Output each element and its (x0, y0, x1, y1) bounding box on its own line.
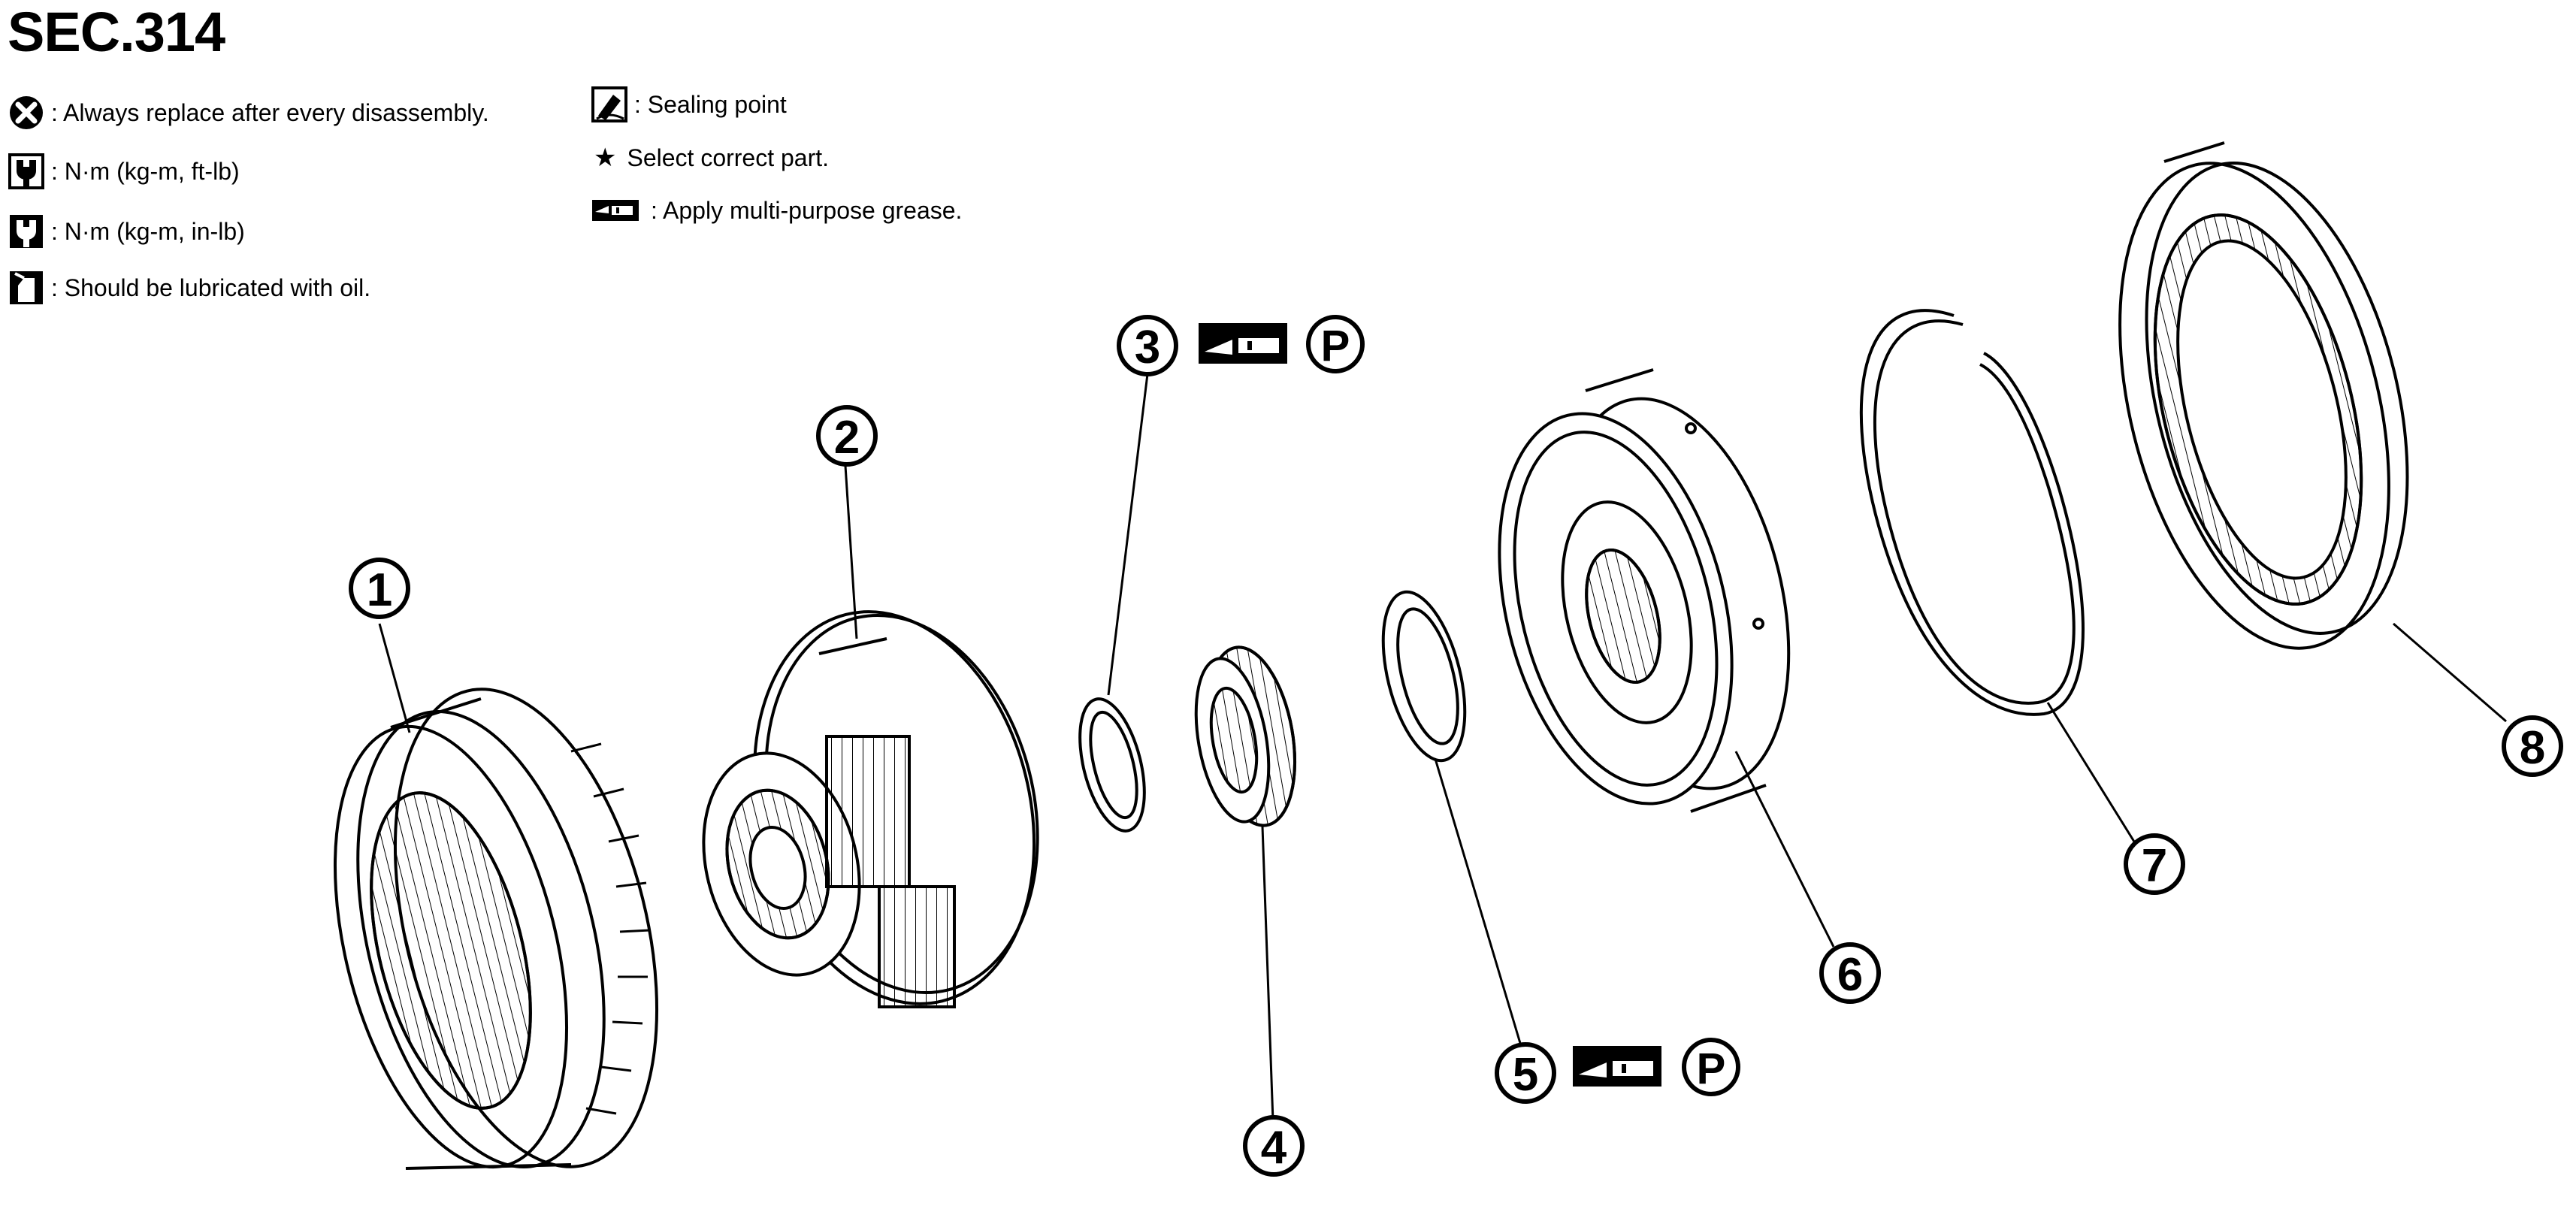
torque-wrench-icon (8, 153, 44, 189)
legend-sealing-text: : Sealing point (634, 90, 787, 118)
callout-5: 5 (1495, 1042, 1556, 1104)
callout-3: 3 (1117, 315, 1178, 376)
legend-lubricate: : Should be lubricated with oil. (8, 269, 370, 307)
part-1-ring-gear (333, 688, 659, 1170)
legend-torque-in-text: : N·m (kg-m, in-lb) (51, 217, 245, 245)
callout-5-p-label: P (1697, 1044, 1726, 1093)
callout-5-label: 5 (1513, 1049, 1538, 1101)
callout-8-label: 8 (2520, 722, 2545, 774)
callout-1: 1 (349, 558, 410, 619)
legend-torque-ft-text: : N·m (kg-m, ft-lb) (51, 157, 240, 185)
legend-select-text: Select correct part. (627, 144, 830, 171)
leader-lines (378, 373, 2507, 1143)
legend-sealing: : Sealing point (591, 86, 787, 123)
part-5-thrust-bearing (1381, 590, 1467, 763)
legend-replace-text: : Always replace after every disassembly… (51, 98, 489, 126)
replace-x-icon (10, 96, 43, 129)
callout-8: 8 (2502, 715, 2563, 777)
callout-3-label: 3 (1135, 322, 1160, 373)
legend-select: ★ Select correct part. (594, 143, 829, 173)
sealing-point-icon (591, 86, 627, 122)
star-icon: ★ (594, 144, 617, 172)
part-7-snap-ring (1859, 309, 2085, 716)
part-6-clutch-drum (1498, 368, 1791, 813)
part-3-thrust-washer (1078, 697, 1146, 833)
callout-5-grease-icon (1573, 1046, 1661, 1087)
callout-2: 2 (816, 405, 878, 467)
torque-wrench-small-icon (10, 215, 43, 248)
part-2-planet-carrier (702, 610, 1039, 1008)
part-4-sun-gear (1194, 645, 1297, 827)
part-8-clutch-ring (2118, 141, 2409, 650)
callout-4: 4 (1243, 1115, 1305, 1177)
callout-5-petroleum-jelly-icon: P (1682, 1038, 1740, 1096)
callout-1-label: 1 (367, 564, 392, 616)
callout-4-label: 4 (1261, 1122, 1287, 1174)
legend-grease-text: : Apply multi-purpose grease. (651, 196, 963, 224)
legend-lubricate-text: : Should be lubricated with oil. (51, 274, 371, 301)
oil-can-icon (10, 271, 43, 304)
callout-7: 7 (2124, 833, 2185, 895)
legend-grease: : Apply multi-purpose grease. (591, 195, 962, 225)
legend-replace: : Always replace after every disassembly… (8, 94, 489, 131)
callout-3-p-label: P (1321, 322, 1350, 370)
callout-6: 6 (1819, 942, 1881, 1004)
callout-7-label: 7 (2142, 840, 2167, 892)
section-title: SEC.314 (8, 1, 225, 63)
legend-torque-ft: : N·m (kg-m, ft-lb) (8, 153, 240, 190)
callout-3-petroleum-jelly-icon: P (1306, 315, 1365, 373)
callout-2-label: 2 (834, 412, 860, 464)
callout-6-label: 6 (1837, 949, 1863, 1001)
grease-gun-icon (592, 200, 639, 221)
legend-torque-in: : N·m (kg-m, in-lb) (8, 213, 245, 250)
callout-3-grease-icon (1199, 323, 1287, 364)
